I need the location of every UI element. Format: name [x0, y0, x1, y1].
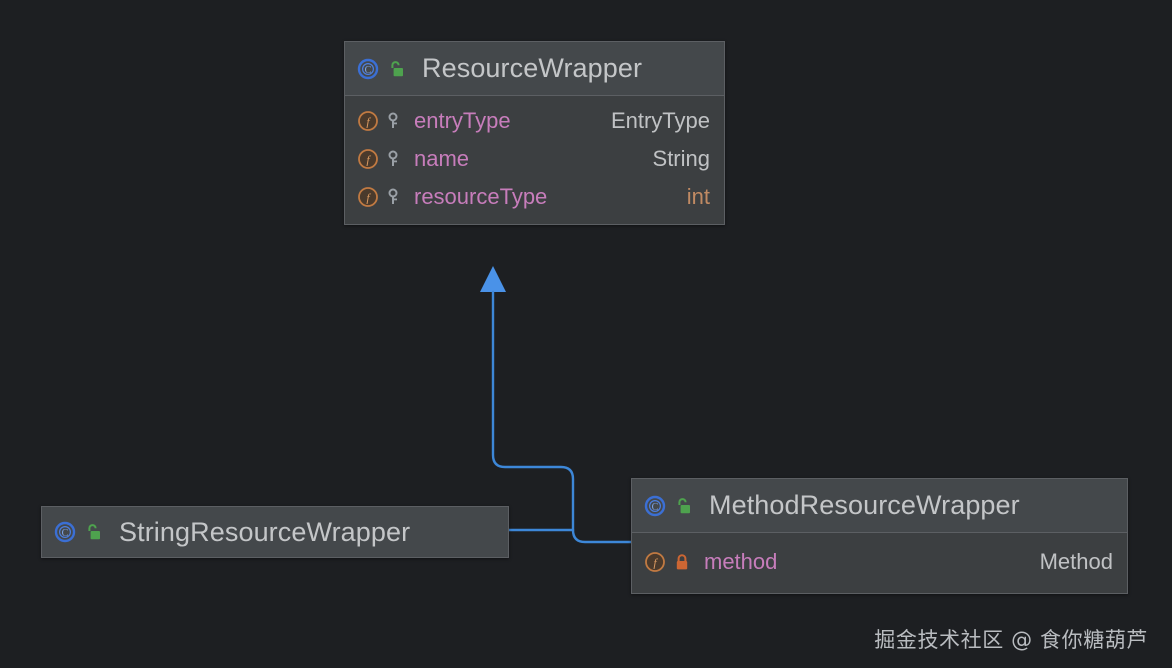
class-icon: C — [357, 58, 379, 80]
uml-class-box-resource-wrapper[interactable]: C ResourceWrapper f — [344, 41, 725, 225]
uml-class-box-method-resource-wrapper[interactable]: C MethodResourceWrapper f — [631, 478, 1128, 594]
unlocked-padlock-icon — [675, 497, 691, 515]
svg-text:C: C — [652, 502, 659, 513]
field-icon: f — [357, 186, 379, 208]
key-icon — [387, 188, 400, 206]
class-members-resource-wrapper: f entryType EntryType f — [345, 96, 724, 224]
member-name-label: name — [414, 146, 470, 171]
inheritance-arrowhead — [480, 266, 506, 292]
member-name-label: resourceType — [414, 184, 548, 209]
class-header-resource-wrapper[interactable]: C ResourceWrapper — [345, 42, 724, 96]
svg-text:f: f — [366, 191, 371, 205]
field-icon: f — [357, 148, 379, 170]
class-icon: C — [54, 521, 76, 543]
class-members-method-resource-wrapper: f method Method — [632, 533, 1127, 593]
key-icon — [387, 112, 400, 130]
member-type-label: Method — [1039, 549, 1113, 574]
locked-padlock-icon — [674, 553, 690, 571]
svg-text:C: C — [62, 528, 69, 539]
inheritance-trunk-line — [491, 290, 575, 532]
class-icon: C — [644, 495, 666, 517]
unlocked-padlock-icon — [85, 523, 101, 541]
member-name-label: entryType — [414, 108, 511, 133]
class-name-label: ResourceWrapper — [422, 53, 643, 83]
svg-text:C: C — [365, 65, 372, 76]
svg-text:f: f — [653, 556, 658, 570]
member-type-label: String — [652, 146, 710, 171]
class-name-label: StringResourceWrapper — [119, 516, 411, 547]
class-member-row[interactable]: f entryType EntryType — [345, 102, 724, 140]
class-name-label: MethodResourceWrapper — [709, 490, 1020, 520]
member-name-label: method — [704, 549, 778, 574]
uml-class-box-string-resource-wrapper[interactable]: C StringResourceWrapper — [41, 506, 509, 558]
key-icon — [387, 150, 400, 168]
svg-text:f: f — [366, 153, 371, 167]
field-icon: f — [357, 110, 379, 132]
class-header-string-resource-wrapper[interactable]: C StringResourceWrapper — [42, 507, 508, 557]
class-member-row[interactable]: f resourceType int — [345, 178, 724, 216]
field-icon: f — [644, 551, 666, 573]
unlocked-padlock-icon — [388, 60, 404, 78]
member-type-label: EntryType — [610, 108, 710, 133]
member-type-label: int — [686, 184, 710, 209]
class-member-row[interactable]: f method Method — [632, 543, 1127, 581]
class-header-method-resource-wrapper[interactable]: C MethodResourceWrapper — [632, 479, 1127, 533]
watermark-label: 掘金技术社区 @ 食你糖葫芦 — [874, 628, 1148, 652]
class-member-row[interactable]: f name String — [345, 140, 724, 178]
method-resource-wrapper-branch-line — [571, 528, 633, 544]
svg-text:f: f — [366, 115, 371, 129]
